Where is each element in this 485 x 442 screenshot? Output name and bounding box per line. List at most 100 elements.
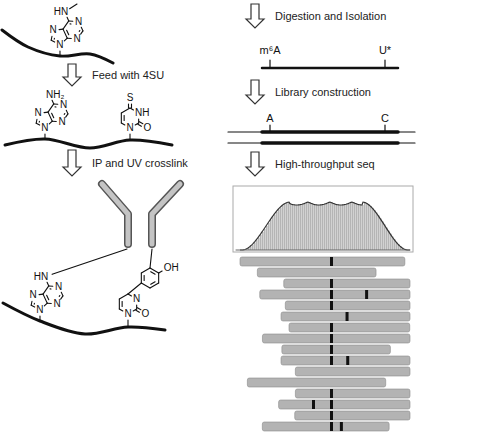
atom-label: NH₂ bbox=[46, 90, 64, 100]
base-label: A bbox=[266, 113, 273, 124]
coverage-bar bbox=[268, 223, 270, 250]
coverage-bar bbox=[266, 226, 268, 250]
coverage-bar bbox=[340, 205, 342, 250]
coverage-bars bbox=[244, 202, 408, 250]
coverage-bar bbox=[344, 205, 346, 250]
bond-line bbox=[66, 114, 68, 117]
coverage-bar bbox=[306, 203, 308, 250]
coverage-bar bbox=[312, 204, 314, 250]
coverage-bar bbox=[334, 204, 336, 250]
bond-line bbox=[81, 31, 83, 34]
coverage-frame bbox=[233, 186, 413, 252]
coverage-bar bbox=[338, 205, 340, 250]
bond-line bbox=[54, 38, 55, 40]
mismatch-mark bbox=[330, 400, 333, 409]
bond-line bbox=[54, 106, 56, 107]
sequencing-read bbox=[281, 312, 410, 321]
atom-label: N bbox=[126, 123, 133, 133]
site-tick bbox=[269, 125, 270, 131]
coverage-bar bbox=[386, 228, 388, 250]
mismatch-mark bbox=[330, 356, 333, 365]
atom-label: N bbox=[59, 117, 66, 127]
sequencing-read bbox=[295, 411, 410, 420]
step-label: IP and UV crosslink bbox=[92, 158, 188, 169]
bond-line bbox=[141, 268, 150, 273]
coverage-bar bbox=[276, 212, 278, 250]
coverage-bar bbox=[328, 203, 330, 250]
sequencing-read bbox=[282, 345, 391, 354]
bond-line bbox=[129, 134, 130, 140]
bond-line bbox=[69, 20, 73, 21]
mismatch-mark bbox=[365, 290, 368, 299]
step-arrow bbox=[246, 4, 264, 28]
mismatch-mark bbox=[330, 290, 333, 299]
coverage-bar bbox=[314, 204, 316, 250]
site-tick bbox=[384, 125, 385, 131]
bond-line bbox=[52, 100, 54, 104]
bond-line bbox=[52, 113, 54, 118]
bond-line bbox=[47, 282, 49, 286]
bond-line bbox=[144, 276, 145, 281]
bond-line bbox=[121, 108, 130, 113]
sequencing-read bbox=[281, 356, 410, 365]
coverage-bar bbox=[296, 205, 298, 250]
coverage-bar bbox=[284, 204, 286, 250]
site-tick bbox=[384, 60, 385, 67]
mismatch-mark bbox=[330, 389, 333, 398]
bond-line bbox=[49, 121, 52, 124]
atom-label: N bbox=[74, 34, 81, 44]
sequencing-read bbox=[289, 323, 410, 332]
coverage-bar bbox=[354, 203, 356, 250]
bond-line bbox=[159, 271, 162, 273]
bond-line bbox=[51, 40, 54, 42]
coverage-bar bbox=[282, 206, 284, 250]
bond-line bbox=[61, 292, 63, 296]
coverage-bar bbox=[274, 214, 276, 250]
read-pileup bbox=[240, 257, 410, 431]
bond-line bbox=[39, 121, 40, 123]
step-label: Digestion and Isolation bbox=[275, 11, 386, 22]
site-label: m⁶A bbox=[259, 45, 280, 56]
coverage-bar bbox=[342, 205, 344, 250]
coverage-bar bbox=[350, 203, 352, 250]
bond-line bbox=[70, 4, 77, 9]
bond-line bbox=[158, 273, 159, 283]
bond-line bbox=[137, 308, 140, 310]
bond-line bbox=[124, 116, 125, 121]
bond-line bbox=[63, 21, 69, 29]
sequencing-read bbox=[257, 268, 376, 277]
crosslink-line bbox=[150, 249, 152, 268]
coverage-bar bbox=[324, 204, 326, 250]
mismatch-mark bbox=[312, 400, 315, 409]
coverage-bar bbox=[256, 240, 258, 250]
mismatch-mark bbox=[330, 279, 333, 288]
insert-line bbox=[262, 130, 398, 134]
coverage-bar bbox=[278, 210, 280, 251]
sequencing-read bbox=[262, 422, 389, 431]
atom-label: S bbox=[127, 93, 134, 103]
coverage-bar bbox=[348, 204, 350, 250]
step-label: High-throughput seq bbox=[275, 159, 375, 170]
bond-line bbox=[48, 104, 54, 112]
drawing bbox=[2, 4, 415, 431]
rna-strand bbox=[5, 139, 172, 148]
bond-line bbox=[128, 283, 141, 294]
atom-label: HN bbox=[54, 7, 68, 17]
bond-line bbox=[138, 124, 141, 126]
sequencing-read bbox=[285, 301, 410, 310]
mismatch-mark bbox=[330, 345, 333, 354]
coverage-bar bbox=[260, 235, 262, 250]
base-label: C bbox=[381, 113, 389, 124]
rna-strand bbox=[3, 303, 165, 334]
bond-line bbox=[64, 38, 67, 41]
atom-label: N bbox=[60, 100, 67, 110]
coverage-bar bbox=[286, 203, 288, 250]
coverage-bar bbox=[300, 205, 302, 250]
coverage-bar bbox=[376, 213, 378, 250]
atom-label: OH bbox=[164, 263, 179, 273]
coverage-curve bbox=[240, 202, 410, 250]
atom-label: N bbox=[36, 305, 43, 315]
bond-line bbox=[66, 110, 68, 114]
